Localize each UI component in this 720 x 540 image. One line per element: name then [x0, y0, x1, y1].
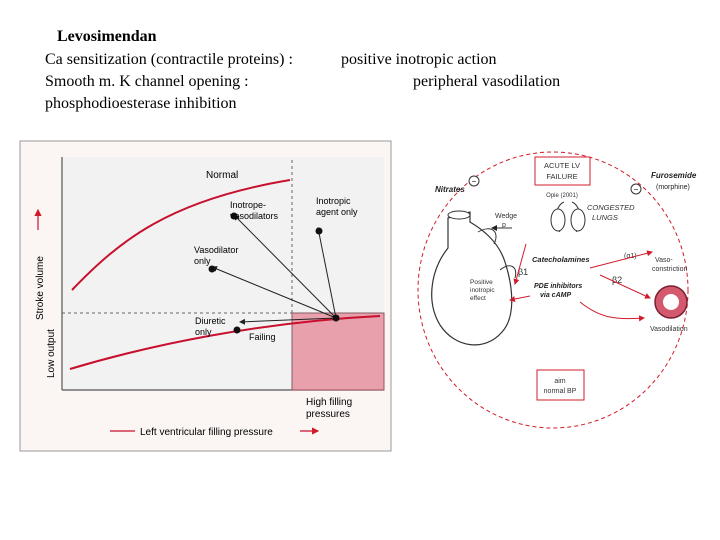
arrow-pde-heart	[509, 295, 531, 302]
label-diuretic-2: only	[195, 327, 212, 337]
slide-title: Levosimendan	[57, 28, 157, 45]
arrow-pde-vessel	[579, 301, 645, 322]
lung-right	[570, 208, 586, 232]
label-failing: Failing	[249, 332, 276, 342]
positive-1: Positive	[470, 279, 493, 286]
y-axis-label: Stroke volume	[35, 256, 46, 320]
positive-3: effect	[470, 295, 486, 302]
point-inotropic	[315, 227, 323, 235]
arrow-beta1	[513, 243, 527, 285]
mechanism-3: phosphodioesterase inhibition	[45, 95, 237, 112]
acute-box	[534, 156, 591, 186]
beta1-label: β1	[518, 267, 528, 277]
heart-icon	[431, 210, 517, 346]
congested-2: LUNGS	[592, 213, 618, 222]
furosemide-label: Furosemide	[651, 171, 697, 180]
nitrates-label: Nitrates	[435, 185, 465, 194]
minus-furosemide	[630, 183, 642, 195]
pde-1: PDE inhibitors	[534, 283, 582, 290]
aim-1: aim	[554, 378, 565, 385]
effect-1: positive inotropic action	[341, 51, 497, 68]
label-diuretic-1: Diuretic	[195, 316, 226, 326]
minus-sign-1: −	[472, 177, 477, 186]
catecholamines-label: Catecholamines	[532, 255, 590, 264]
point-failing	[332, 314, 340, 322]
wedge-2: p	[502, 222, 506, 229]
label-inotrope-1: Inotrope-	[230, 200, 266, 210]
positive-2: inotropic	[470, 287, 495, 294]
acute-2: FAILURE	[546, 172, 577, 181]
arrow-to-diuretic	[239, 317, 337, 325]
label-normal: Normal	[206, 170, 238, 181]
arrow-to-inotropic	[316, 227, 337, 319]
aim-2: normal BP	[544, 388, 577, 395]
x-axis-label: Left ventricular filling pressure	[140, 427, 273, 438]
high-pressure-box	[291, 312, 385, 391]
ref: Opie (2001)	[546, 193, 578, 199]
minus-sign-2: −	[634, 185, 639, 194]
vessel-lumen	[663, 294, 679, 310]
effect-2: peripheral vasodilation	[413, 73, 561, 90]
label-inotropic-2: agent only	[316, 207, 358, 217]
normal-curve	[71, 179, 291, 291]
mechanism-1: Ca sensitization (contractile proteins) …	[45, 51, 293, 68]
arrow-to-vasodilator	[211, 266, 337, 319]
acute-1: ACUTE LV	[544, 161, 580, 170]
congested-1: CONGESTED	[587, 203, 635, 212]
vasocon-2: constriction	[652, 266, 688, 273]
label-inotropic-1: Inotropic	[316, 196, 351, 206]
label-vasodilator-2: only	[194, 256, 211, 266]
beta2-label: β2	[612, 275, 622, 285]
minus-nitrates	[468, 175, 480, 187]
label-vasodilator-1: Vasodilator	[194, 245, 238, 255]
aim-box	[536, 369, 585, 401]
point-vasodilator	[208, 265, 216, 273]
arrow-to-inotrope	[233, 214, 337, 319]
point-inotrope	[230, 212, 238, 220]
box-label-1: High filling	[306, 397, 352, 408]
box-label-2: pressures	[306, 409, 350, 420]
y-axis-low-label: Low output	[46, 329, 57, 378]
mechanism-2: Smooth m. K channel opening :	[45, 73, 249, 90]
pde-2: via cAMP	[540, 292, 571, 299]
morphine-label: (morphine)	[656, 184, 690, 191]
cycle-path	[417, 151, 689, 429]
vasocon-1: Vaso-	[655, 257, 673, 264]
lung-left	[550, 208, 566, 232]
alpha1-label: (α1)	[624, 253, 637, 260]
acute-lv-figure: ACUTE LV FAILURE Opie (2001) CONGESTED L…	[417, 151, 697, 429]
label-inotrope-2: vasodilators	[230, 211, 279, 221]
arrow-alpha1	[589, 250, 653, 269]
point-diuretic	[233, 326, 241, 334]
starling-figure: Normal Inotrope- vasodilators Inotropic …	[19, 140, 392, 452]
vasodilation-label: Vasodilation	[650, 326, 688, 333]
wedge-1: Wedge	[495, 213, 517, 220]
arrow-beta2	[599, 274, 651, 299]
